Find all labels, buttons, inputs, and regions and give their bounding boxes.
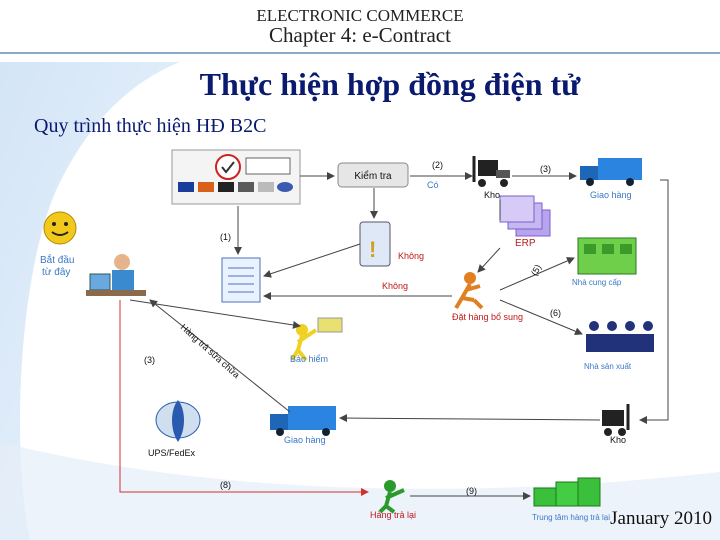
header-divider <box>0 52 720 54</box>
return-icon: Hàng trả lại <box>370 480 416 520</box>
manufacturer-icon: Nhà sản xuất <box>584 321 654 371</box>
arrow-customer-insurance <box>129 299 301 329</box>
return-diagonal-label: Hàng trả sửa chữa <box>179 322 242 380</box>
insurance-label: Bảo hiểm <box>290 354 328 364</box>
footer-date: January 2010 <box>610 508 712 529</box>
yes-label: Có <box>427 180 439 190</box>
warehouse-top-label: Kho <box>484 190 500 200</box>
delivery-bottom-label: Giao hàng <box>284 435 326 445</box>
smiley-icon <box>43 211 77 245</box>
slide-title: Thực hiện hợp đồng điện tử <box>199 66 581 102</box>
step-6: (6) <box>550 308 561 318</box>
step-1: (1) <box>220 232 231 242</box>
arrow-warehouse-delivery-bottom <box>339 414 601 423</box>
ups-label: UPS/FedEx <box>148 448 196 458</box>
website-icon <box>171 149 301 205</box>
forklift-bottom-icon: Kho <box>602 404 630 445</box>
arrow-no-form <box>263 243 361 278</box>
step-3: (3) <box>540 164 551 174</box>
question-icon: ! Không <box>359 221 424 267</box>
arrow-erp-backorder <box>477 247 501 273</box>
manufacturer-label: Nhà sản xuất <box>584 362 632 371</box>
arrow-right-loop <box>639 179 669 424</box>
customer-computer-icon <box>86 254 146 296</box>
arrow-return-red <box>119 300 369 496</box>
check-node: Kiểm tra Có <box>337 162 439 190</box>
no-label-2: Không <box>382 281 408 291</box>
arrows <box>119 172 669 500</box>
start-label-2: từ đây <box>42 267 70 278</box>
slide-subtitle: Quy trình thực hiện HĐ B2C <box>34 115 267 137</box>
delivery-top-label: Giao hàng <box>590 190 632 200</box>
arrow-backorder-manufacturer <box>499 299 583 336</box>
erp-icon: ERP <box>499 195 551 249</box>
forklift-icon: Kho <box>472 156 510 200</box>
warehouse-bottom-label: Kho <box>610 435 626 445</box>
truck-top-icon: Giao hàng <box>580 158 642 200</box>
order-form-icon <box>221 257 261 303</box>
return-label: Hàng trả lại <box>370 510 416 520</box>
start-label: Bắt đầu <box>40 253 74 266</box>
chapter-title: Chapter 4: e-Contract <box>269 23 451 47</box>
insurance-icon: Bảo hiểm <box>290 317 343 364</box>
step-5: (5) <box>529 263 543 278</box>
arrow-delivery-customer <box>149 299 291 413</box>
course-title: ELECTRONIC COMMERCE <box>256 6 464 25</box>
backorder-label: Đặt hàng bổ sung <box>452 312 523 322</box>
backorder-icon: Đặt hàng bổ sung <box>452 272 523 322</box>
arrow-backorder-supplier <box>499 257 575 291</box>
return-center-icon: Trung tâm hàng trả lại <box>532 477 610 522</box>
center-label: Trung tâm hàng trả lại <box>532 513 610 522</box>
svg-text:!: ! <box>369 237 376 262</box>
step-9: (9) <box>466 486 477 496</box>
step-2: (2) <box>432 160 443 170</box>
supplier-label: Nhà cung cấp <box>572 278 622 287</box>
erp-label: ERP <box>515 238 536 249</box>
step-3b: (3) <box>144 355 155 365</box>
no-label-1: Không <box>398 251 424 261</box>
supplier-icon: Nhà cung cấp <box>572 237 637 287</box>
ups-icon: UPS/FedEx <box>148 400 201 458</box>
step-8: (8) <box>220 480 231 490</box>
check-label: Kiểm tra <box>354 170 392 182</box>
truck-bottom-icon: Giao hàng <box>270 406 336 445</box>
background-curve <box>0 62 720 540</box>
